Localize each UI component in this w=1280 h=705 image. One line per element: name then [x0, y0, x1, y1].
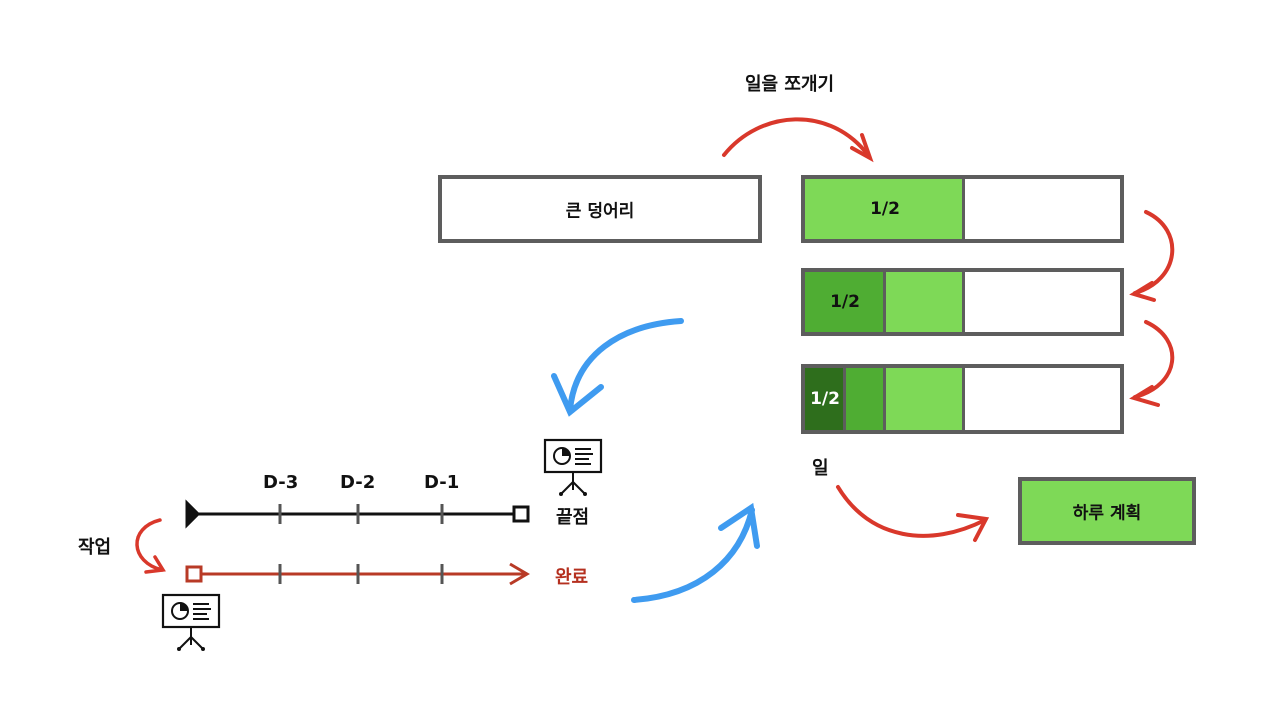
done-label: 완료: [555, 567, 589, 588]
split-bar-2-seg-2: [886, 272, 965, 332]
daily-plan-label: 하루 계획: [1072, 503, 1142, 524]
end-timeline: [185, 499, 530, 529]
blue-arrow-down: [551, 318, 684, 417]
work-arrow: [135, 518, 166, 574]
d2-label: D-2: [340, 472, 376, 493]
split-bar-3-seg-2: [846, 368, 886, 430]
split-bar-2-label: 1/2: [830, 292, 860, 312]
split-work-label: 일을 쪼개기: [745, 74, 835, 95]
d1-label: D-1: [424, 472, 460, 493]
split-bar-1: 1/2: [801, 175, 1124, 243]
to-daily-plan-arrow: [836, 485, 990, 542]
big-chunk-label: 큰 덩어리: [565, 201, 635, 222]
split-bar-1-seg-1: [805, 179, 965, 239]
split-bar-3: 1/2: [801, 364, 1124, 434]
split-arrow: [722, 117, 874, 163]
d3-label: D-3: [263, 472, 299, 493]
split-bar-2: 1/2: [801, 268, 1124, 336]
split-bar-2-seg-1: [805, 272, 886, 332]
presentation-board-icon: [161, 593, 221, 653]
right-arrow-1: [1129, 210, 1175, 302]
split-bar-3-seg-3: [886, 368, 965, 430]
split-bar-3-seg-1: [805, 368, 846, 430]
task-label: 일: [812, 458, 829, 479]
end-point-label: 끝점: [556, 507, 590, 528]
right-arrow-2: [1129, 320, 1175, 407]
done-timeline: [185, 562, 530, 586]
daily-plan-box: 하루 계획: [1018, 477, 1196, 545]
blue-arrow-up: [631, 502, 760, 603]
presentation-board-icon: [543, 438, 603, 498]
split-bar-1-label: 1/2: [870, 199, 900, 219]
split-bar-3-label: 1/2: [810, 389, 840, 409]
work-label: 작업: [78, 537, 112, 558]
big-chunk-box: 큰 덩어리: [438, 175, 762, 243]
